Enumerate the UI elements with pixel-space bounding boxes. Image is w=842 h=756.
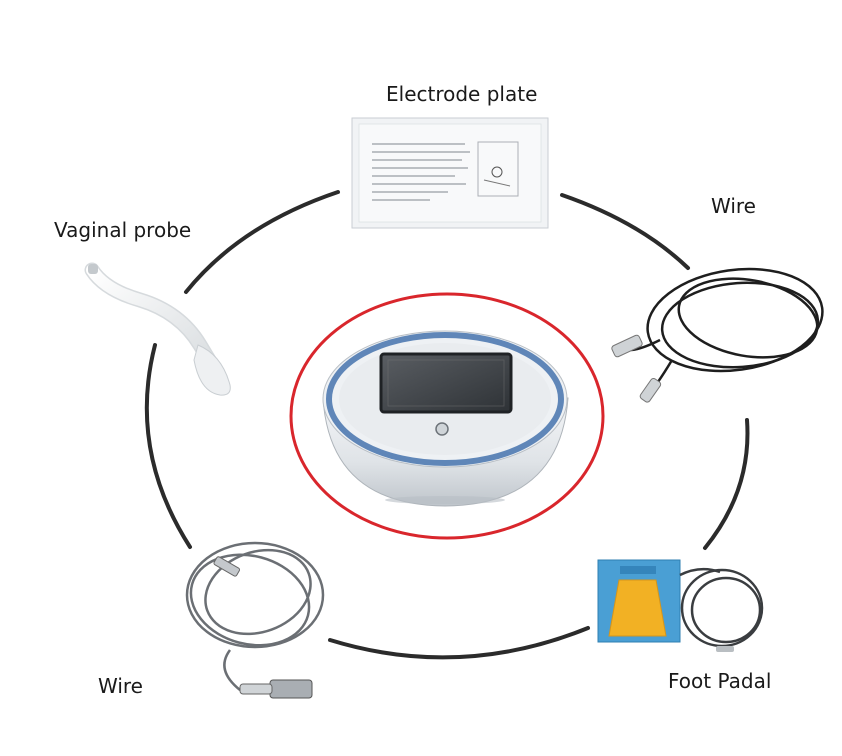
label-wire-left: Wire <box>98 674 143 698</box>
device-highlight-ellipse <box>289 292 605 540</box>
arc-left <box>144 343 192 549</box>
arc-top-right <box>560 193 690 270</box>
vaginal-probe-image <box>84 262 231 396</box>
device-ring <box>326 332 564 466</box>
wire-right-image <box>629 267 824 391</box>
electrode-plate-image <box>351 117 549 229</box>
connector-ring <box>144 190 750 660</box>
foot-pedal-image <box>597 559 764 652</box>
wire-left-plugs <box>213 556 313 699</box>
wire-right-plugs <box>611 334 662 403</box>
arc-right <box>703 418 750 550</box>
arc-top-left <box>184 190 340 294</box>
label-wire-right: Wire <box>711 194 756 218</box>
label-vaginal-probe: Vaginal probe <box>54 218 192 242</box>
label-electrode-plate: Electrode plate <box>386 82 538 106</box>
label-foot-padal: Foot Padal <box>668 669 772 693</box>
device-screen <box>379 352 513 414</box>
wire-left-image <box>185 541 325 691</box>
main-device <box>322 330 569 507</box>
power-button-icon <box>435 422 449 436</box>
arc-bottom <box>328 626 590 660</box>
